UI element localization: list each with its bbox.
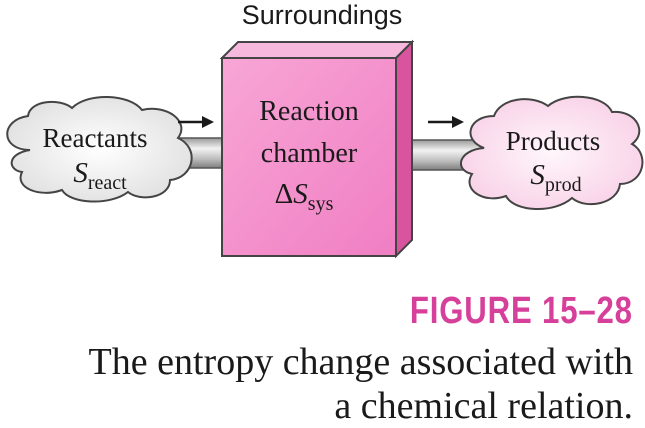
- chamber-label-line2: chamber: [261, 138, 358, 169]
- chamber-entropy-delta: Δ: [275, 178, 294, 210]
- products-cloud: [460, 95, 644, 210]
- chamber-label-line1: Reaction: [259, 96, 359, 127]
- caption-line-2: a chemical relation.: [334, 385, 633, 427]
- reactants-entropy-subscript: react: [88, 172, 127, 194]
- products-entropy-subscript: prod: [545, 174, 582, 196]
- chamber-entropy: ΔSsys: [275, 178, 334, 215]
- chamber-entropy-symbol: S: [293, 178, 308, 210]
- reactants-label: Reactants: [43, 123, 148, 153]
- reactants-entropy-symbol: S: [73, 157, 88, 189]
- caption-line-1: The entropy change associated with: [88, 341, 633, 383]
- chamber-entropy-subscript: sys: [308, 193, 334, 215]
- output-arrow: [428, 116, 464, 128]
- reaction-chamber: [219, 39, 415, 259]
- reactants-entropy: Sreact: [73, 157, 127, 194]
- products-label: Products: [506, 126, 601, 156]
- reactants-cloud: [6, 96, 193, 203]
- products-entropy-symbol: S: [530, 159, 545, 191]
- surroundings-label: Surroundings: [242, 0, 403, 30]
- figure-number: FIGURE 15–28: [410, 290, 633, 332]
- entropy-diagram: Surroundings Reactants Sreact Reaction c…: [6, 0, 644, 259]
- products-entropy: Sprod: [530, 159, 581, 196]
- input-arrow: [178, 116, 214, 128]
